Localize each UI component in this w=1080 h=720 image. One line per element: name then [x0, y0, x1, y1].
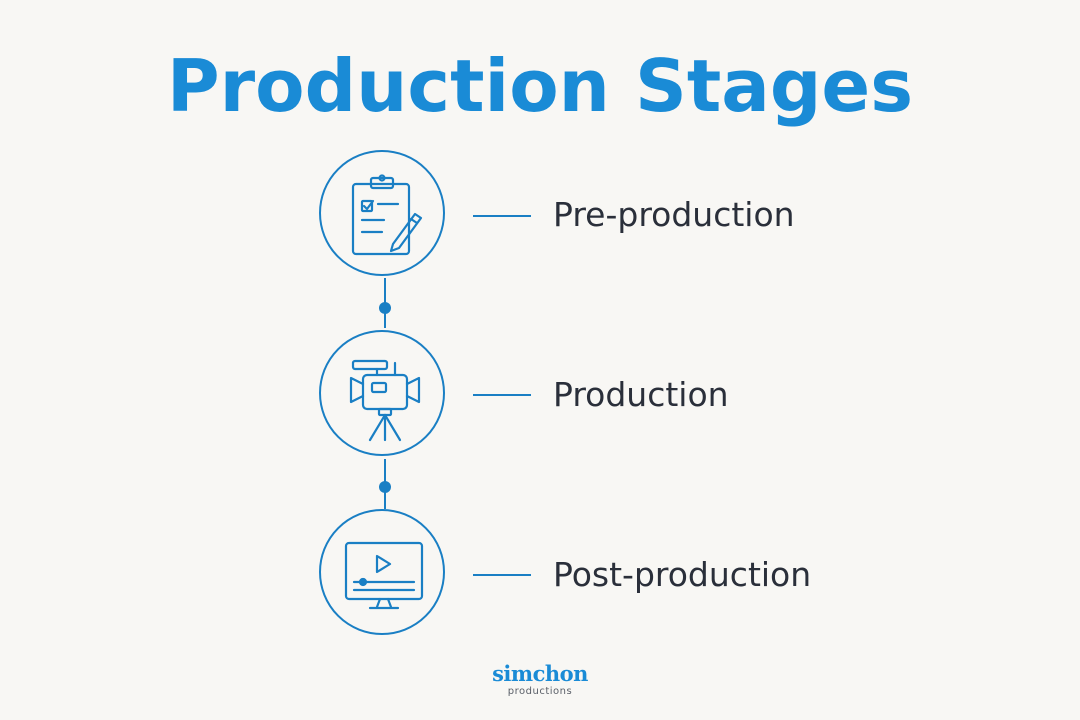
stage-dash — [473, 574, 531, 576]
stage-circle-pre-production — [319, 150, 445, 276]
brand-logo: simchon productions — [0, 662, 1080, 698]
monitor-play-icon — [344, 541, 424, 610]
logo-name: simchon — [492, 661, 588, 686]
stage-label-pre-production: Pre-production — [553, 195, 795, 234]
stage-circle-post-production — [319, 509, 445, 635]
stage-label-production: Production — [553, 375, 729, 414]
connector-dot — [379, 302, 391, 314]
stage-dash — [473, 394, 531, 396]
stage-circle-production — [319, 330, 445, 456]
logo-tagline: productions — [507, 686, 573, 697]
connector-dot — [379, 481, 391, 493]
page-title: Production Stages — [166, 44, 914, 128]
stage-dash — [473, 215, 531, 217]
video-camera-tripod-icon — [349, 359, 421, 442]
stage-label-post-production: Post-production — [553, 555, 812, 594]
clipboard-pencil-icon — [351, 174, 423, 256]
